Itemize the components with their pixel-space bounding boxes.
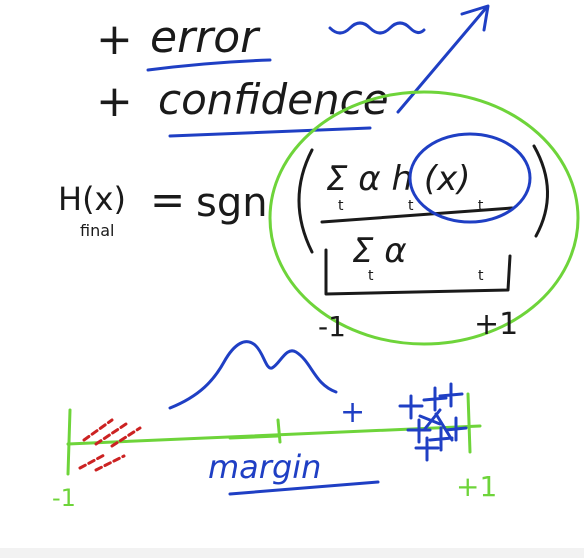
formula-fraction-bar xyxy=(320,206,514,224)
axis-left-tick xyxy=(66,408,72,476)
error-squiggle xyxy=(328,21,426,35)
formula-sgn: sgn xyxy=(196,180,268,226)
range-bracket xyxy=(324,248,512,296)
axis-right-label: +1 xyxy=(456,470,497,503)
confidence-plus: + xyxy=(96,76,133,127)
margin-label: margin xyxy=(208,448,321,486)
formula-denominator-sub: t t xyxy=(368,268,533,284)
axis-mid-tick xyxy=(276,418,282,444)
range-right-label: +1 xyxy=(474,307,518,342)
formula-lhs: H(x) xyxy=(58,180,126,218)
formula-equals: = xyxy=(150,175,185,224)
distribution-curve xyxy=(168,340,338,410)
confidence-word: confidence xyxy=(158,75,389,124)
formula-numerator: Σ α h (x) xyxy=(326,159,471,199)
margin-underline xyxy=(228,480,380,496)
bottom-strip xyxy=(0,548,584,558)
fraction-circle xyxy=(268,90,580,346)
error-underline xyxy=(146,58,272,72)
axis-left-label: -1 xyxy=(52,484,76,512)
confidence-arrow xyxy=(396,6,488,114)
range-left-label: -1 xyxy=(318,310,346,343)
formula-left-paren xyxy=(297,148,314,254)
positive-cluster xyxy=(398,382,468,462)
error-word: error xyxy=(150,12,261,63)
confidence-arrowhead xyxy=(460,4,490,32)
formula-numerator-sub: t t t xyxy=(338,198,513,214)
negative-hatch xyxy=(78,418,142,472)
formula-right-paren xyxy=(532,144,549,238)
ht-circle xyxy=(408,132,532,224)
formula-lhs-sub: final xyxy=(80,221,114,240)
confidence-underline xyxy=(168,126,372,138)
axis-mid-emphasis xyxy=(228,434,280,440)
axis-right-tick xyxy=(466,392,472,454)
formula-denominator: Σ α xyxy=(352,231,407,271)
plus-mark: + xyxy=(340,395,365,430)
error-plus: + xyxy=(96,14,133,65)
